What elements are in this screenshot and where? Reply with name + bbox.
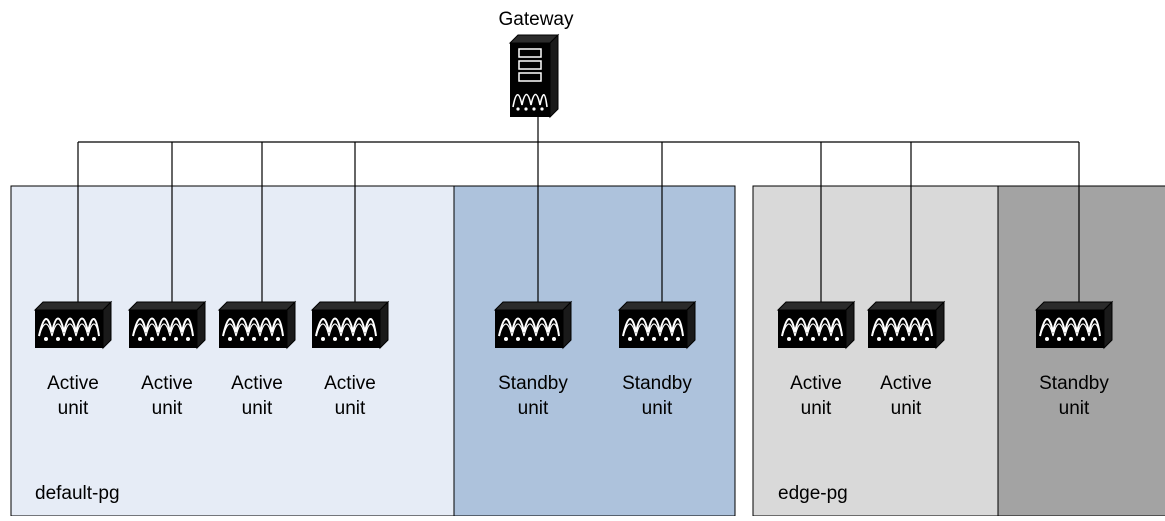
unit-type-label: unit — [152, 398, 183, 419]
gateway-label: Gateway — [499, 9, 574, 30]
unit-appliance-icon — [618, 301, 696, 349]
unit-node: Active unit — [128, 301, 206, 419]
unit-appliance-icon — [34, 301, 112, 349]
unit-node: Active unit — [777, 301, 855, 419]
edge-pg-standby-region — [997, 185, 1165, 517]
unit-state-label: Active — [141, 373, 193, 394]
unit-state-label: Active — [324, 373, 376, 394]
unit-appliance-icon — [128, 301, 206, 349]
default-pg-standby-region — [453, 185, 736, 517]
unit-state-label: Active — [880, 373, 932, 394]
unit-appliance-icon — [311, 301, 389, 349]
unit-type-label: unit — [891, 398, 922, 419]
unit-state-label: Active — [790, 373, 842, 394]
unit-type-label: unit — [58, 398, 89, 419]
unit-state-label: Active — [47, 373, 99, 394]
unit-type-label: unit — [642, 398, 673, 419]
default-pg-active-region — [10, 185, 455, 517]
edge-pg-active-region — [752, 185, 999, 517]
unit-type-label: unit — [335, 398, 366, 419]
unit-type-label: unit — [801, 398, 832, 419]
unit-state-label: Standby — [1039, 373, 1109, 394]
unit-node: Standby unit — [494, 301, 572, 419]
unit-appliance-icon — [867, 301, 945, 349]
connection-lines — [77, 116, 1080, 302]
unit-node: Standby unit — [618, 301, 696, 419]
unit-type-label: unit — [518, 398, 549, 419]
unit-state-label: Standby — [498, 373, 568, 394]
unit-node: Active unit — [311, 301, 389, 419]
group-label-default-pg: default-pg — [35, 483, 120, 504]
group-label-edge-pg: edge-pg — [778, 483, 848, 504]
unit-node: Active unit — [34, 301, 112, 419]
unit-appliance-icon — [1035, 301, 1113, 349]
unit-appliance-icon — [494, 301, 572, 349]
unit-node: Active unit — [867, 301, 945, 419]
unit-type-label: unit — [242, 398, 273, 419]
unit-state-label: Active — [231, 373, 283, 394]
unit-type-label: unit — [1059, 398, 1090, 419]
unit-appliance-icon — [218, 301, 296, 349]
unit-state-label: Standby — [622, 373, 692, 394]
unit-node: Active unit — [218, 301, 296, 419]
gateway-node: Gateway — [499, 9, 574, 119]
gateway-server-icon — [508, 33, 560, 119]
units: Active unit Active unit Active unit Active unit… — [34, 301, 1113, 419]
unit-appliance-icon — [777, 301, 855, 349]
unit-node: Standby unit — [1035, 301, 1113, 419]
